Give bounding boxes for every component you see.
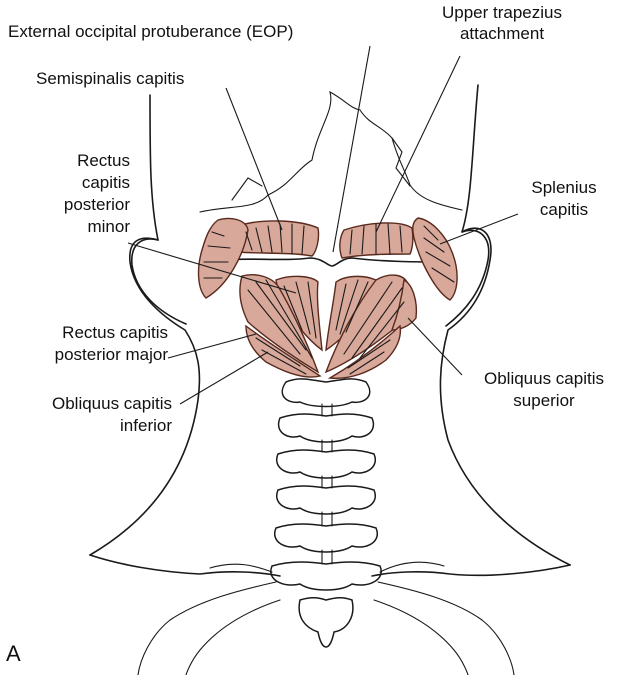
leader-splenius — [440, 214, 518, 244]
leader-semispinalis — [226, 88, 282, 230]
head-outline-right — [440, 85, 570, 565]
label-rcp-minor-line2: capitis — [20, 173, 130, 193]
occipital-edge — [210, 258, 445, 266]
label-rcp-minor-line1: Rectus — [20, 151, 130, 171]
label-rcp-major-line1: Rectus capitis — [8, 323, 168, 343]
label-rcp-major-line2: posterior major — [8, 345, 168, 365]
left-rib-1 — [138, 582, 276, 675]
leader-eop — [333, 46, 370, 252]
label-splenius-line1: Splenius — [512, 178, 616, 198]
label-eop: External occipital protuberance (EOP) — [8, 22, 293, 42]
label-splenius-line2: capitis — [512, 200, 616, 220]
panel-letter: A — [6, 641, 21, 667]
cervical-spine — [271, 379, 381, 647]
label-obliquus-inferior-line1: Obliquus capitis — [8, 394, 172, 414]
right-shoulder — [372, 565, 570, 576]
label-rcp-minor-line4: minor — [20, 217, 130, 237]
semispinalis-left-muscle — [235, 221, 319, 256]
label-trapezius-line2: attachment — [438, 24, 566, 44]
left-rib-2 — [186, 600, 280, 675]
right-rib-1 — [378, 582, 514, 675]
left-clavicle — [210, 564, 272, 572]
label-obliquus-superior-line1: Obliquus capitis — [460, 369, 628, 389]
label-obliquus-inferior-line2: inferior — [8, 416, 172, 436]
leader-obliquus-inferior — [180, 352, 268, 404]
label-trapezius-line1: Upper trapezius — [438, 3, 566, 23]
skull-crack-left — [232, 178, 262, 200]
splenius-right-muscle — [413, 218, 457, 300]
label-semispinalis: Semispinalis capitis — [36, 69, 184, 89]
right-rib-2 — [374, 600, 468, 675]
right-clavicle — [380, 562, 444, 572]
label-rcp-minor-line3: posterior — [20, 195, 130, 215]
leader-trapezius — [376, 56, 460, 232]
label-obliquus-superior-line2: superior — [460, 391, 628, 411]
leader-rcp-major — [168, 334, 256, 358]
leader-lines — [128, 46, 518, 404]
skull-cut-outline — [200, 92, 462, 212]
